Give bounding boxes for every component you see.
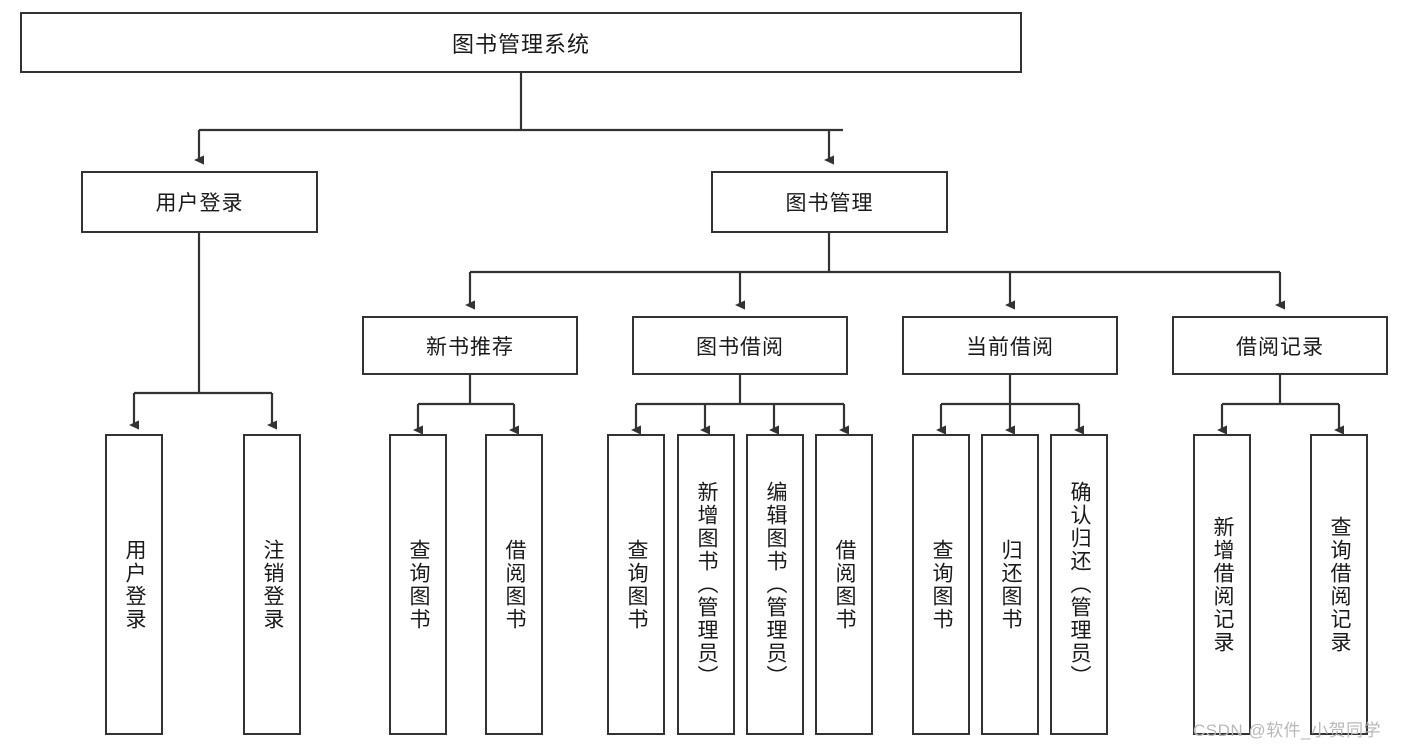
node-current-borrow[interactable]: 当前借阅 (902, 316, 1118, 375)
node-user-login[interactable]: 用户登录 (81, 171, 318, 233)
node-label: 借阅图书 (503, 538, 527, 631)
node-label: 确认归还（管理员） (1068, 481, 1092, 688)
node-label: 用户登录 (123, 538, 147, 631)
leaf-current-borrow-confirm-return-admin[interactable]: 确认归还（管理员） (1050, 434, 1108, 735)
leaf-book-borrow-query-book[interactable]: 查询图书 (607, 434, 665, 735)
node-label: 借阅图书 (833, 538, 857, 631)
node-label: 注销登录 (261, 538, 285, 631)
node-label: 当前借阅 (966, 335, 1054, 359)
node-label: 用户登录 (155, 192, 244, 215)
node-borrow-record[interactable]: 借阅记录 (1172, 316, 1388, 375)
node-label: 新书推荐 (426, 335, 514, 359)
node-label: 查询图书 (930, 538, 954, 631)
node-label: 新增借阅记录 (1211, 515, 1235, 654)
node-label: 图书管理系统 (451, 31, 590, 57)
leaf-borrow-record-query-record[interactable]: 查询借阅记录 (1310, 434, 1368, 735)
node-label: 查询图书 (625, 538, 649, 631)
node-book-management[interactable]: 图书管理 (711, 171, 948, 233)
leaf-new-book-query-book[interactable]: 查询图书 (389, 434, 447, 735)
node-new-book-recommend[interactable]: 新书推荐 (362, 316, 578, 375)
leaf-book-borrow-borrow-book[interactable]: 借阅图书 (815, 434, 873, 735)
leaf-book-borrow-add-book-admin[interactable]: 新增图书（管理员） (677, 434, 735, 735)
csdn-watermark: CSDN @软件_小贺同学 (1193, 721, 1382, 740)
node-label: 查询图书 (407, 538, 431, 631)
node-label: 编辑图书（管理员） (764, 481, 788, 688)
node-label: 图书借阅 (696, 335, 784, 359)
node-label: 图书管理 (785, 192, 874, 215)
node-root-book-management-system[interactable]: 图书管理系统 (20, 12, 1022, 73)
node-label: 借阅记录 (1236, 335, 1324, 359)
node-label: 新增图书（管理员） (695, 481, 719, 688)
leaf-user-login-login[interactable]: 用户登录 (105, 434, 163, 735)
leaf-current-borrow-return-book[interactable]: 归还图书 (981, 434, 1039, 735)
leaf-user-login-logout[interactable]: 注销登录 (243, 434, 301, 735)
node-book-borrow[interactable]: 图书借阅 (632, 316, 848, 375)
leaf-book-borrow-edit-book-admin[interactable]: 编辑图书（管理员） (746, 434, 804, 735)
leaf-current-borrow-query-book[interactable]: 查询图书 (912, 434, 970, 735)
node-label: 查询借阅记录 (1328, 515, 1352, 654)
node-label: 归还图书 (999, 538, 1023, 631)
leaf-borrow-record-add-record[interactable]: 新增借阅记录 (1193, 434, 1251, 735)
leaf-new-book-borrow-book[interactable]: 借阅图书 (485, 434, 543, 735)
